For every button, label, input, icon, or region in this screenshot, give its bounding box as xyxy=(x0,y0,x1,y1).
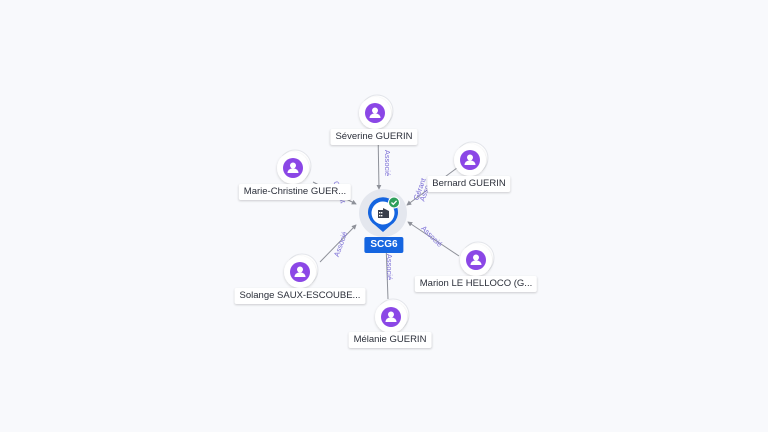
person-node-0[interactable] xyxy=(359,94,394,129)
person-icon-head xyxy=(297,266,303,273)
edge-5 xyxy=(383,243,389,300)
person-icon-head xyxy=(467,154,473,161)
person-icon-head xyxy=(372,107,378,114)
person-icon-body xyxy=(470,260,482,265)
person-label-0[interactable]: Séverine GUERIN xyxy=(330,129,418,145)
person-icon-head xyxy=(388,311,394,318)
person-icon-body xyxy=(287,168,299,173)
check-icon xyxy=(388,196,400,209)
center-label[interactable]: SCG6 xyxy=(364,237,404,253)
person-icon-body xyxy=(385,317,397,322)
edge-4 xyxy=(407,221,460,257)
edge-label-3: Associé xyxy=(332,230,349,258)
person-icon-body xyxy=(464,160,476,165)
person-node-4[interactable] xyxy=(460,241,495,276)
edge-label-5: Associé xyxy=(385,254,394,280)
person-icon-body xyxy=(294,272,306,277)
person-node-3[interactable] xyxy=(284,253,319,288)
person-icon-body xyxy=(369,113,381,118)
person-icon-head xyxy=(473,254,479,261)
person-label-3[interactable]: Solange SAUX-ESCOUBE... xyxy=(234,288,366,304)
person-label-1[interactable]: Marie-Christine GUER... xyxy=(238,184,352,200)
person-node-2[interactable] xyxy=(454,141,489,176)
edge-label-0: Associé xyxy=(383,150,392,176)
person-label-5[interactable]: Mélanie GUERIN xyxy=(348,332,432,348)
person-label-4[interactable]: Marion LE HELLOCO (G... xyxy=(414,276,538,292)
person-icon-head xyxy=(290,162,296,169)
edge-3 xyxy=(319,224,357,263)
building-icon xyxy=(378,208,389,218)
edge-label-4: Associé xyxy=(419,224,444,249)
center-node[interactable] xyxy=(359,189,407,237)
person-node-5[interactable] xyxy=(375,298,410,333)
person-label-2[interactable]: Bernard GUERIN xyxy=(427,176,511,192)
person-node-1[interactable] xyxy=(277,149,312,184)
